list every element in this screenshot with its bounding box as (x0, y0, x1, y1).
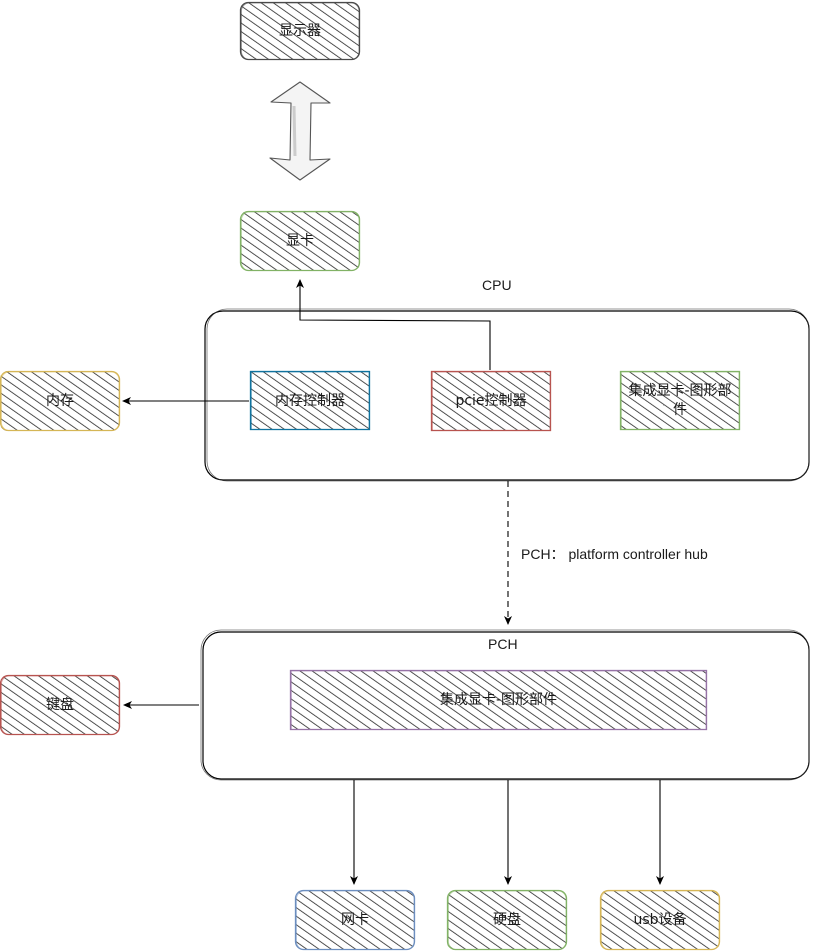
node-memory[interactable] (0, 370, 121, 432)
edge-pcie-to-gpu (296, 279, 491, 370)
node-gpu[interactable] (239, 210, 361, 272)
node-usb[interactable] (599, 889, 721, 951)
bidirectional-arrow-icon (269, 81, 331, 181)
node-pch-igpu[interactable] (289, 669, 708, 731)
node-disk[interactable] (446, 889, 568, 951)
cpu-container-label: CPU (482, 277, 512, 293)
node-cpu-igpu[interactable] (619, 370, 741, 431)
node-nic[interactable] (294, 889, 416, 951)
pch-container[interactable] (200, 629, 810, 781)
node-pcie-controller[interactable] (430, 370, 552, 432)
node-monitor[interactable] (239, 1, 361, 61)
node-keyboard[interactable] (0, 674, 121, 736)
edge-label-pch: PCH： platform controller hub (521, 546, 708, 562)
pch-container-label: PCH (488, 636, 518, 652)
node-memory-controller[interactable] (249, 370, 371, 431)
